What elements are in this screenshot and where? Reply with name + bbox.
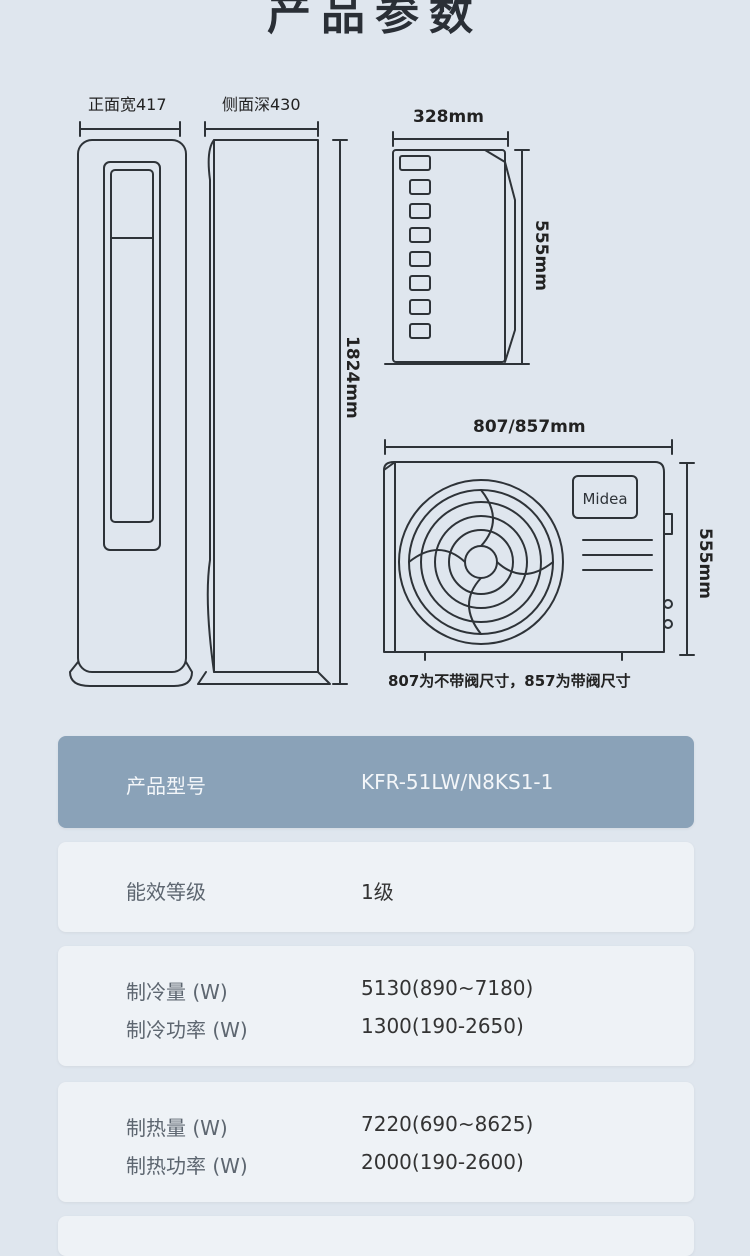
spec-value: 1级 — [361, 880, 394, 904]
spec-label: 制冷功率 (W) — [126, 1018, 248, 1042]
brand-logo: Midea — [582, 490, 627, 508]
spec-label: 能效等级 — [126, 880, 206, 904]
outdoor-unit-side — [384, 149, 516, 365]
spec-value: 5130(890~7180) — [361, 976, 534, 1000]
spec-label: 制热量 (W) — [126, 1116, 228, 1140]
spec-label: 制冷量 (W) — [126, 980, 228, 1004]
spec-value: 2000(190-2600) — [361, 1150, 524, 1174]
valve-note: 807为不带阀尺寸，857为带阀尺寸 — [388, 672, 631, 690]
spec-row-model: 产品型号 KFR-51LW/N8KS1-1 — [58, 736, 694, 828]
outdoor-side-height-label: 555mm — [531, 220, 551, 291]
outdoor-front-height-label: 555mm — [695, 528, 715, 599]
spec-row-heating: 制热量 (W) 7220(690~8625) 制热功率 (W) 2000(190… — [58, 1082, 694, 1202]
spec-value: 7220(690~8625) — [361, 1112, 534, 1136]
page-title: 产品参数 — [267, 0, 483, 40]
indoor-unit-front — [69, 139, 193, 687]
indoor-height-label: 1824mm — [342, 336, 362, 419]
outdoor-width-label: 807/857mm — [473, 417, 586, 437]
spec-value: KFR-51LW/N8KS1-1 — [361, 770, 554, 794]
spec-label: 产品型号 — [126, 774, 206, 798]
spec-row-partial — [58, 1216, 694, 1256]
outdoor-depth-label: 328mm — [413, 107, 484, 127]
side-depth-label: 侧面深430 — [222, 95, 301, 114]
spec-row-energy: 能效等级 1级 — [58, 842, 694, 932]
dimension-diagram: 正面宽417 侧面深430 1824mm 328mm 555mm 807/857… — [69, 95, 715, 690]
spec-row-cooling: 制冷量 (W) 5130(890~7180) 制冷功率 (W) 1300(190… — [58, 946, 694, 1066]
spec-value: 1300(190-2650) — [361, 1014, 524, 1038]
outdoor-unit-front — [383, 461, 673, 661]
front-width-label: 正面宽417 — [88, 95, 167, 114]
spec-label: 制热功率 (W) — [126, 1154, 248, 1178]
indoor-unit-side — [197, 139, 331, 685]
